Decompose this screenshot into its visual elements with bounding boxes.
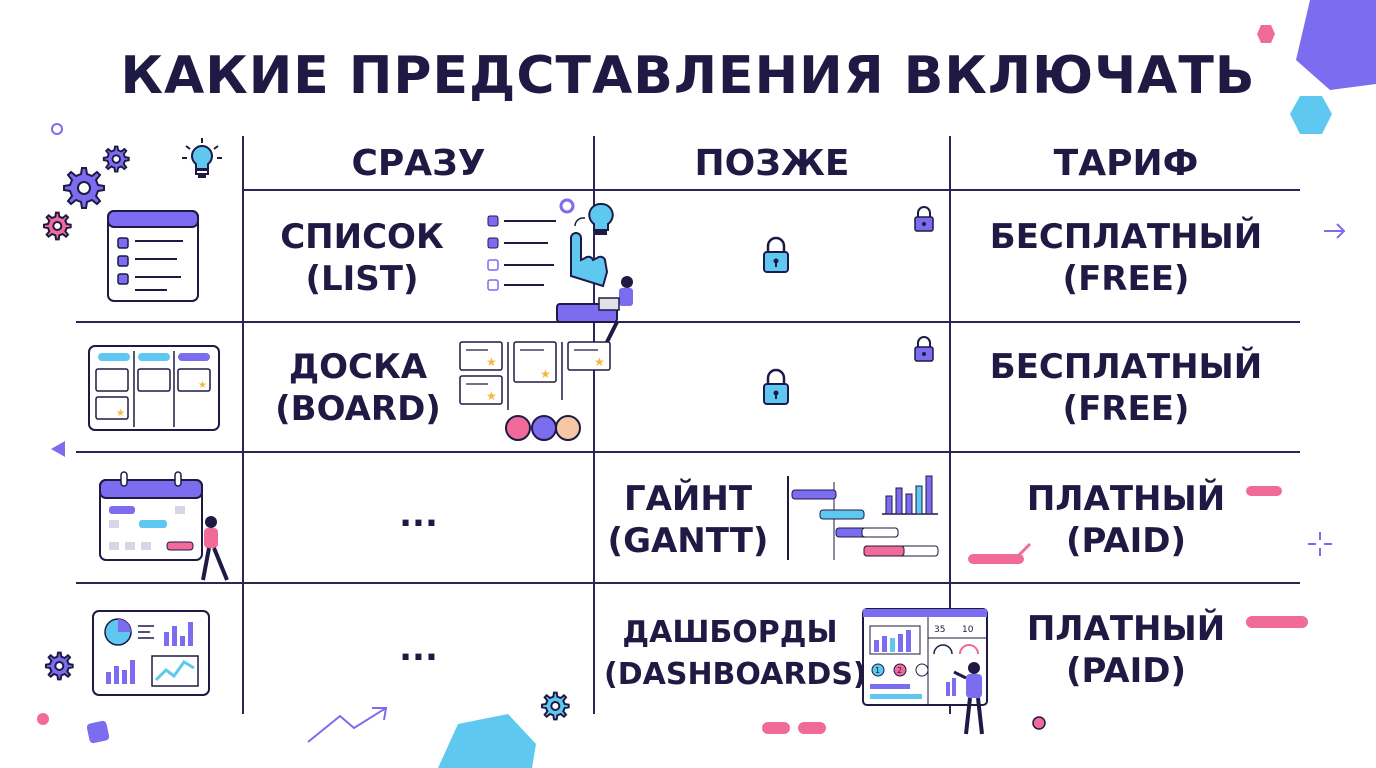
dashboard-number: 35 (934, 625, 945, 635)
grid-line (76, 321, 1300, 323)
cell-row1-plan: БЕСПЛАТНЫЙ (FREE) (989, 217, 1263, 299)
gantt-chart-icon (786, 474, 942, 562)
cell-row2-now: ДОСКА (BOARD) (275, 347, 441, 429)
gear-icon (100, 144, 130, 174)
pink-dash-shape (1246, 616, 1310, 630)
board-view-icon: ★ ★ (88, 345, 220, 431)
header-now: СРАЗУ (351, 143, 486, 184)
calendar-icon (99, 470, 234, 582)
small-lock-icon (913, 335, 935, 363)
pink-hexagon-shape (1256, 24, 1276, 44)
svg-text:★: ★ (486, 355, 497, 369)
sparkle-icon (1306, 530, 1334, 558)
small-lock-icon (913, 205, 935, 233)
dashboard-badge: 2 (897, 666, 902, 675)
gear-icon (538, 690, 570, 722)
lightbulb-icon (180, 136, 224, 182)
right-arrow-icon (1322, 222, 1348, 240)
ring-dot (50, 122, 64, 136)
grid-line (244, 189, 1300, 191)
cell-row3-now: ... (399, 495, 438, 535)
dashboard-screen-icon: 35 10 1 2 (862, 608, 990, 736)
cell-row1-now: СПИСОК (LIST) (280, 217, 444, 299)
cell-row4-plan: ПЛАТНЫЙ (PAID) (1026, 609, 1226, 691)
gear-icon (42, 650, 74, 682)
pink-dot (36, 712, 50, 726)
svg-text:★: ★ (486, 389, 497, 403)
list-view-icon (107, 210, 199, 302)
svg-text:★: ★ (540, 367, 551, 381)
dashboard-badge: 1 (875, 666, 880, 675)
grid-line (76, 582, 1300, 584)
svg-text:★: ★ (594, 355, 605, 369)
pink-dash-shape (1246, 486, 1284, 498)
grid-line (949, 136, 951, 714)
grid-line (242, 136, 244, 714)
grid-line (593, 136, 595, 714)
left-triangle-shape (50, 440, 66, 458)
svg-text:★: ★ (116, 408, 125, 419)
purple-blob-shape (1290, 0, 1376, 92)
lock-icon (762, 236, 790, 274)
cell-row4-now: ... (399, 629, 438, 669)
cell-row3-later: ГАЙНТ (GANTT) (607, 479, 769, 561)
gear-icon (58, 164, 106, 212)
checklist-icon (484, 212, 564, 298)
hand-cursor-icon (555, 196, 645, 346)
pink-ring-dot (1030, 714, 1048, 732)
svg-text:★: ★ (198, 380, 207, 391)
cell-row4-later: ДАШБОРДЫ (DASHBOARDS) (604, 615, 867, 692)
pink-dots-shape (762, 722, 828, 734)
purple-square-shape (86, 720, 110, 744)
pink-stroke-shape (968, 540, 1034, 566)
blue-hexagon-shape (1288, 94, 1334, 136)
header-plan: ТАРИФ (1053, 143, 1199, 184)
cell-row3-plan: ПЛАТНЫЙ (PAID) (1026, 479, 1226, 561)
analytics-icon (92, 610, 210, 696)
gear-icon (40, 210, 72, 242)
kanban-cards-icon: ★ ★ ★ ★ (458, 340, 614, 444)
grid-line (76, 451, 1300, 453)
lock-icon (762, 368, 790, 406)
blue-blob-shape (438, 714, 538, 768)
header-later: ПОЗЖЕ (694, 143, 850, 184)
trend-arrow-icon (306, 704, 392, 744)
dashboard-number: 10 (962, 625, 974, 635)
page-title: КАКИЕ ПРЕДСТАВЛЕНИЯ ВКЛЮЧАТЬ (120, 46, 1256, 106)
cell-row2-plan: БЕСПЛАТНЫЙ (FREE) (989, 347, 1263, 429)
